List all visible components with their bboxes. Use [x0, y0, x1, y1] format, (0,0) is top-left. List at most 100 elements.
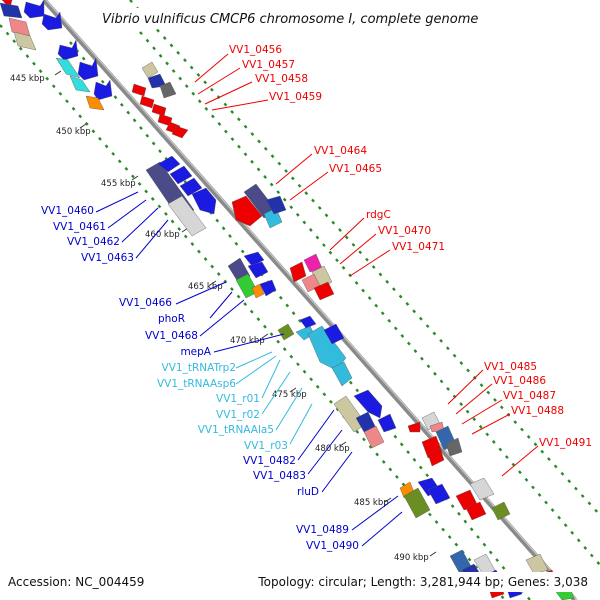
- gene-feature[interactable]: [289, 261, 307, 283]
- gene-label[interactable]: VV1_0491: [539, 437, 592, 449]
- rna-label[interactable]: VV1_r03: [244, 440, 288, 452]
- gene-feature[interactable]: [169, 165, 193, 185]
- gene-feature[interactable]: [191, 187, 217, 215]
- leader-line: [321, 451, 353, 493]
- gene-feature[interactable]: [41, 11, 63, 31]
- gene-feature[interactable]: [231, 195, 263, 227]
- gene-label[interactable]: VV1_0462: [67, 236, 120, 248]
- leader-line: [135, 219, 169, 259]
- gene-label[interactable]: VV1_0460: [41, 205, 94, 217]
- gene-feature[interactable]: [525, 553, 549, 575]
- gene-feature[interactable]: [139, 95, 155, 109]
- gene-feature[interactable]: [331, 361, 353, 387]
- gene-feature[interactable]: [277, 323, 295, 341]
- gene-feature[interactable]: [465, 501, 487, 521]
- gene-feature[interactable]: [299, 315, 317, 329]
- gene-feature[interactable]: [243, 251, 265, 267]
- gene-feature[interactable]: [69, 75, 91, 93]
- gene-label[interactable]: VV1_0466: [119, 297, 172, 309]
- gene-label[interactable]: VV1_0468: [145, 330, 198, 342]
- leader-line: [297, 409, 335, 461]
- gene-label[interactable]: VV1_0485: [484, 361, 537, 373]
- gene-label[interactable]: rluD: [297, 486, 319, 498]
- gene-feature[interactable]: [363, 425, 385, 449]
- gene-feature[interactable]: [179, 177, 203, 197]
- gene-feature[interactable]: [159, 81, 177, 99]
- gene-feature[interactable]: [141, 61, 159, 79]
- gene-feature[interactable]: [57, 39, 79, 61]
- gene-feature[interactable]: [167, 195, 207, 237]
- leader-line: [461, 399, 503, 425]
- rna-label[interactable]: VV1_r01: [216, 393, 260, 405]
- outer-left-guide: [0, 24, 506, 600]
- gene-label[interactable]: VV1_0483: [253, 470, 306, 482]
- gene-feature[interactable]: [0, 2, 23, 19]
- leader-line: [289, 403, 313, 445]
- gene-label[interactable]: VV1_0456: [229, 44, 282, 56]
- gene-label[interactable]: VV1_0459: [269, 91, 322, 103]
- leader-line: [121, 207, 159, 243]
- gene-feature[interactable]: [313, 281, 335, 301]
- gene-feature[interactable]: [427, 447, 445, 467]
- leader-line: [199, 299, 245, 337]
- gene-label[interactable]: VV1_0465: [329, 163, 382, 175]
- gene-label[interactable]: VV1_0487: [503, 390, 556, 402]
- gene-feature[interactable]: [55, 57, 81, 79]
- gene-label[interactable]: VV1_0471: [392, 241, 445, 253]
- gene-label[interactable]: VV1_0461: [53, 221, 106, 233]
- gene-label[interactable]: VV1_0470: [378, 225, 431, 237]
- gene-feature[interactable]: [469, 477, 495, 501]
- gene-label[interactable]: VV1_0464: [314, 145, 367, 157]
- gene-feature[interactable]: [85, 95, 105, 111]
- gene-feature[interactable]: [427, 483, 451, 505]
- gene-label[interactable]: rdgC: [366, 209, 391, 221]
- tick-label-465: 465 kbp: [188, 282, 223, 292]
- leader-line: [289, 171, 329, 201]
- leader-line: [455, 383, 493, 415]
- gene-feature[interactable]: [445, 437, 463, 457]
- tick-mark: [289, 387, 297, 393]
- gene-feature[interactable]: [353, 389, 383, 419]
- gene-label[interactable]: VV1_0458: [255, 73, 308, 85]
- gene-feature[interactable]: [323, 323, 345, 345]
- leader-line: [447, 369, 484, 405]
- gene-label[interactable]: VV1_0489: [296, 524, 349, 536]
- gene-label[interactable]: mepA: [180, 346, 211, 358]
- leader-line: [329, 217, 365, 251]
- leader-line: [339, 233, 377, 265]
- tick-label-480: 480 kbp: [315, 444, 350, 454]
- gene-feature[interactable]: [377, 413, 397, 433]
- rna-label[interactable]: VV1_tRNAAla5: [198, 424, 274, 436]
- gene-label[interactable]: VV1_0482: [243, 455, 296, 467]
- gene-label[interactable]: VV1_0457: [242, 59, 295, 71]
- rna-label[interactable]: VV1_tRNAAsp6: [157, 378, 236, 390]
- leader-line: [471, 413, 511, 435]
- gene-feature[interactable]: [403, 487, 431, 519]
- gene-feature[interactable]: [491, 501, 511, 521]
- gene-label[interactable]: VV1_0463: [81, 252, 134, 264]
- gene-feature[interactable]: [157, 155, 181, 173]
- gene-feature[interactable]: [265, 195, 287, 215]
- rna-label[interactable]: VV1_r02: [216, 409, 260, 421]
- leader-line: [349, 249, 391, 277]
- gene-label[interactable]: phoR: [158, 313, 185, 325]
- gene-feature[interactable]: [171, 125, 189, 139]
- gene-label[interactable]: VV1_0486: [493, 375, 546, 387]
- gene-feature[interactable]: [77, 57, 99, 81]
- gene-feature[interactable]: [13, 31, 37, 51]
- gene-feature[interactable]: [23, 0, 45, 19]
- gene-label[interactable]: VV1_0490: [306, 540, 359, 552]
- gene-label[interactable]: VV1_0488: [511, 405, 564, 417]
- leader-line: [261, 359, 281, 399]
- rna-label[interactable]: VV1_tRNATrp2: [162, 362, 236, 374]
- gene-feature[interactable]: [407, 421, 421, 433]
- gene-feature[interactable]: [247, 261, 269, 279]
- gene-feature[interactable]: [93, 79, 113, 101]
- gene-feature[interactable]: [131, 83, 147, 97]
- gene-feature[interactable]: [251, 283, 265, 299]
- tick-mark: [261, 333, 269, 339]
- gene-feature[interactable]: [151, 103, 167, 117]
- gene-feature[interactable]: [259, 279, 277, 297]
